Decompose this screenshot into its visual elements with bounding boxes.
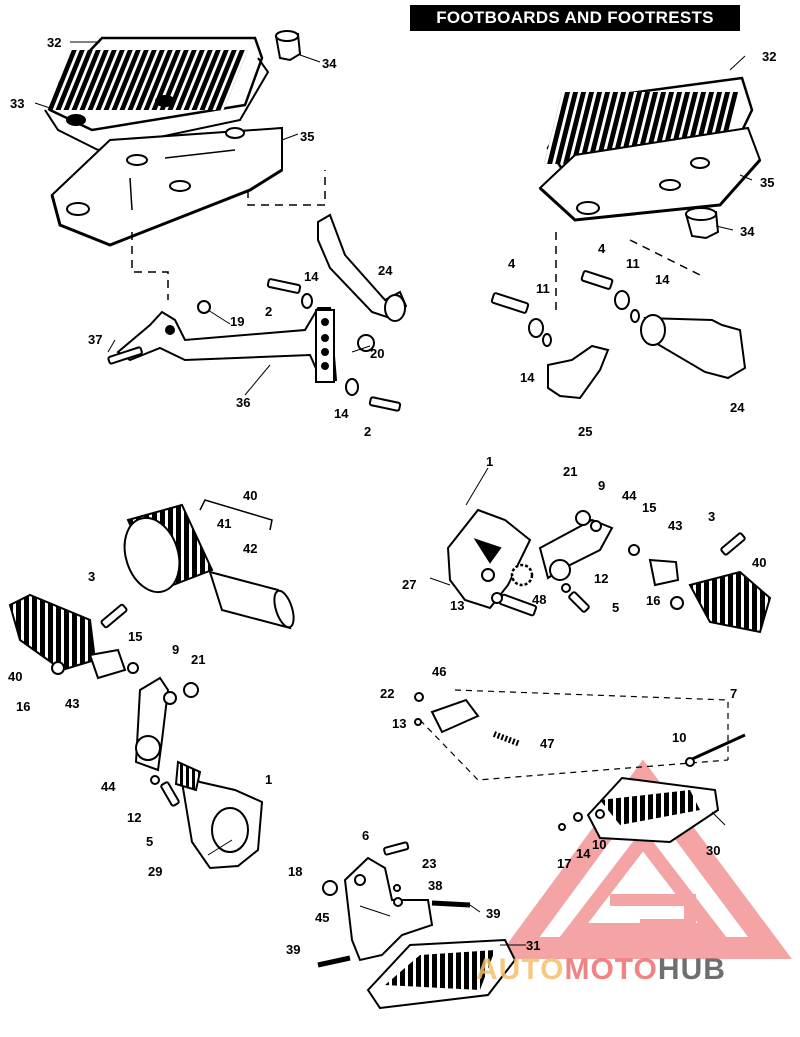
- callout-3-right: 3: [708, 509, 715, 524]
- callout-41: 41: [217, 516, 231, 531]
- callout-39-left: 39: [286, 942, 300, 957]
- callout-3-left: 3: [88, 569, 95, 584]
- callout-20: 20: [370, 346, 384, 361]
- callout-43-right: 43: [668, 518, 682, 533]
- callout-17: 17: [557, 856, 571, 871]
- callout-2-upper-left-a: 2: [265, 304, 272, 319]
- callout-46: 46: [432, 664, 446, 679]
- callout-5-left: 5: [146, 834, 153, 849]
- callout-45: 45: [315, 910, 329, 925]
- callout-47: 47: [540, 736, 554, 751]
- callout-15-left: 15: [128, 629, 142, 644]
- callout-13-right: 13: [450, 598, 464, 613]
- watermark-part-moto: MOTO: [564, 953, 658, 986]
- callout-43-left: 43: [65, 696, 79, 711]
- callout-38: 38: [428, 878, 442, 893]
- lower-footboard-assembly: [317, 689, 746, 1010]
- callout-37: 37: [88, 332, 102, 347]
- callout-34-upper-left: 34: [322, 56, 337, 71]
- callout-31: 31: [526, 938, 540, 953]
- callout-1-right: 1: [486, 454, 493, 469]
- callout-29: 29: [148, 864, 162, 879]
- callout-40-left: 40: [8, 669, 22, 684]
- callout-40-top: 40: [243, 488, 257, 503]
- callout-2-upper-left-b: 2: [364, 424, 371, 439]
- callout-11-upper-right-a: 11: [626, 256, 640, 271]
- callout-34-upper-right: 34: [740, 224, 755, 239]
- callout-44-left: 44: [101, 779, 116, 794]
- callout-19: 19: [230, 314, 244, 329]
- callout-9-right: 9: [598, 478, 605, 493]
- diagram-title: FOOTBOARDS AND FOOTRESTS: [410, 5, 740, 31]
- callout-leaders: [34, 41, 753, 946]
- callout-18: 18: [288, 864, 302, 879]
- watermark-wordmark: AUTOMOTOHUB: [476, 952, 796, 988]
- callout-11-upper-right-b: 11: [536, 281, 550, 296]
- callout-36: 36: [236, 395, 250, 410]
- callout-22: 22: [380, 686, 394, 701]
- callout-6: 6: [362, 828, 369, 843]
- callout-12-right: 12: [594, 571, 608, 586]
- callout-13-lower: 13: [392, 716, 406, 731]
- callout-14-lower: 14: [576, 846, 591, 861]
- right-passenger-footrest-assembly: [446, 508, 772, 634]
- watermark-part-auto: AUTO: [476, 953, 565, 986]
- callout-15-right: 15: [642, 500, 656, 515]
- callout-7: 7: [730, 686, 737, 701]
- callout-14-upper-left-b: 14: [334, 406, 349, 421]
- left-passenger-footrest-assembly: [8, 499, 295, 870]
- callout-27: 27: [402, 577, 416, 592]
- callout-16-right: 16: [646, 593, 660, 608]
- callout-44-right: 44: [622, 488, 637, 503]
- callout-35-upper-right: 35: [760, 175, 774, 190]
- callout-33: 33: [10, 96, 24, 111]
- callout-25: 25: [578, 424, 592, 439]
- upper-left-footboard-assembly: [44, 30, 408, 412]
- callout-42: 42: [243, 541, 257, 556]
- callout-39-right: 39: [486, 906, 500, 921]
- callout-4-upper-right-a: 4: [508, 256, 516, 271]
- callout-32-upper-left: 32: [47, 35, 61, 50]
- callout-10-upper: 10: [672, 730, 686, 745]
- callout-14-upper-left-a: 14: [304, 269, 319, 284]
- callout-10-lower: 10: [592, 837, 606, 852]
- callout-24-upper-left: 24: [378, 263, 393, 278]
- callout-40-right: 40: [752, 555, 766, 570]
- callout-labels: 32 33 34 35 14 24 2 19 37 20 36 14 2 32 …: [8, 35, 776, 957]
- callout-4-upper-right-b: 4: [598, 241, 606, 256]
- callout-1-left: 1: [265, 772, 272, 787]
- callout-24-upper-right: 24: [730, 400, 745, 415]
- callout-5-right: 5: [612, 600, 619, 615]
- callout-32-upper-right: 32: [762, 49, 776, 64]
- callout-12-left: 12: [127, 810, 141, 825]
- callout-16-left: 16: [16, 699, 30, 714]
- watermark-part-hub: HUB: [657, 953, 726, 986]
- callout-35-upper-left: 35: [300, 129, 314, 144]
- callout-21-right: 21: [563, 464, 577, 479]
- callout-23: 23: [422, 856, 436, 871]
- callout-30: 30: [706, 843, 720, 858]
- callout-48: 48: [532, 592, 546, 607]
- watermark-logo: [496, 759, 792, 959]
- callout-14-upper-right-a: 14: [655, 272, 670, 287]
- upper-right-footboard-assembly: [490, 76, 762, 400]
- callout-9-left: 9: [172, 642, 179, 657]
- callout-21-left: 21: [191, 652, 205, 667]
- callout-14-upper-right-b: 14: [520, 370, 535, 385]
